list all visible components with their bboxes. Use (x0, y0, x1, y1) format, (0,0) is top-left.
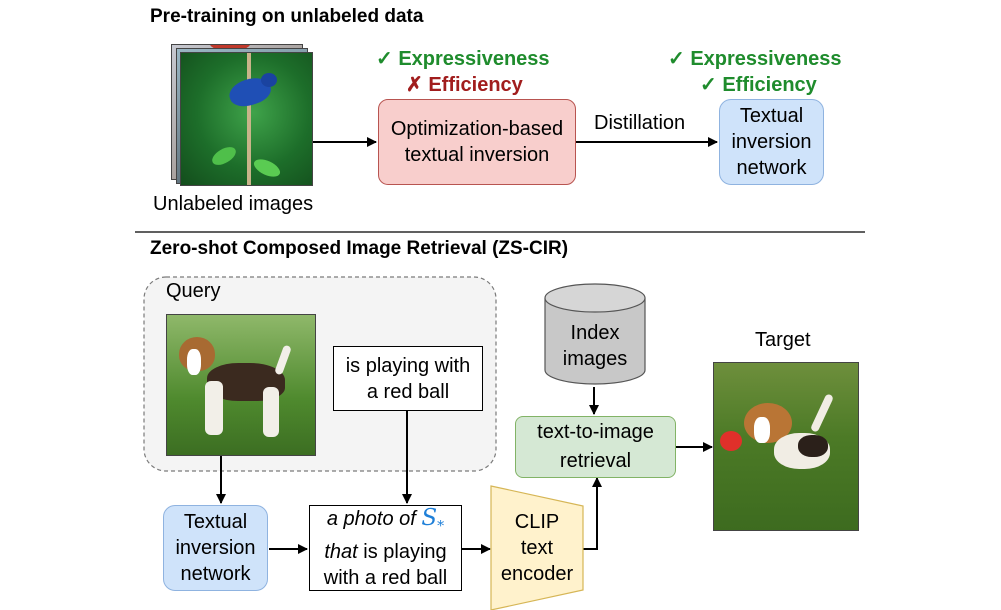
clip-line2: text (520, 537, 554, 559)
optimization-inversion-box: Optimization-based textual inversion (378, 99, 576, 185)
top-net-line3: network (736, 157, 807, 179)
target-label: Target (755, 329, 811, 351)
index-images-label: Index images (545, 316, 645, 376)
token-subscript: * (437, 518, 445, 535)
clip-line1: CLIP (514, 511, 560, 533)
prompt-is-playing: is playing (357, 541, 447, 564)
prompt-line1: a photo of S* (327, 505, 444, 540)
pseudo-word-token: S* (421, 504, 445, 535)
top-net-line1: Textual (739, 105, 804, 127)
bottom-net-line2: inversion (175, 537, 256, 559)
net-expressiveness-check: ✓ Expressiveness (668, 48, 842, 70)
index-line2: images (562, 348, 628, 370)
opt-efficiency-cross: ✗ Efficiency (406, 74, 523, 96)
caption-line2: a red ball (366, 380, 450, 403)
top-inversion-network-box: Textual inversion network (719, 99, 824, 185)
prompt-line2: that is playing (324, 539, 446, 565)
retrieval-line1: text-to-image (537, 421, 654, 443)
prompt-line3: with a red ball (323, 567, 448, 590)
opt-box-line2: textual inversion (404, 144, 550, 166)
prompt-a-photo-of: a photo of (326, 507, 416, 530)
token-letter: S (421, 504, 438, 531)
query-label: Query (166, 280, 221, 302)
pretraining-heading: Pre-training on unlabeled data (150, 6, 424, 27)
net-efficiency-check: ✓ Efficiency (700, 74, 817, 96)
prompt-that: that (324, 541, 358, 564)
zscir-heading: Zero-shot Composed Image Retrieval (ZS-C… (150, 238, 569, 259)
opt-box-line1: Optimization-based (390, 118, 564, 140)
clip-line3: encoder (500, 563, 574, 585)
bottom-inversion-network-box: Textual inversion network (163, 505, 268, 591)
clip-encoder-shape (490, 485, 584, 610)
composed-prompt-box: a photo of S* that is playing with a red… (309, 505, 462, 591)
arrow-clip-to-retrieval (583, 477, 602, 550)
unlabeled-images-label: Unlabeled images (153, 193, 314, 215)
opt-expressiveness-check: ✓ Expressiveness (376, 48, 550, 70)
query-caption-box: is playing with a red ball (333, 346, 483, 411)
index-line1: Index (570, 322, 620, 344)
text-to-image-retrieval-box: text-to-image retrieval (515, 416, 676, 478)
distillation-label: Distillation (594, 112, 686, 134)
bottom-net-line3: network (180, 563, 251, 585)
bottom-net-line1: Textual (183, 511, 248, 533)
target-dog-photo (713, 362, 859, 531)
clip-encoder-label: CLIP text encoder (491, 506, 583, 590)
index-images-cylinder (544, 283, 646, 385)
retrieval-line2: retrieval (559, 450, 632, 472)
top-net-line2: inversion (731, 131, 812, 153)
caption-line1: is playing with (345, 354, 471, 377)
query-dog-photo (166, 314, 316, 456)
bird-photo (180, 52, 313, 186)
